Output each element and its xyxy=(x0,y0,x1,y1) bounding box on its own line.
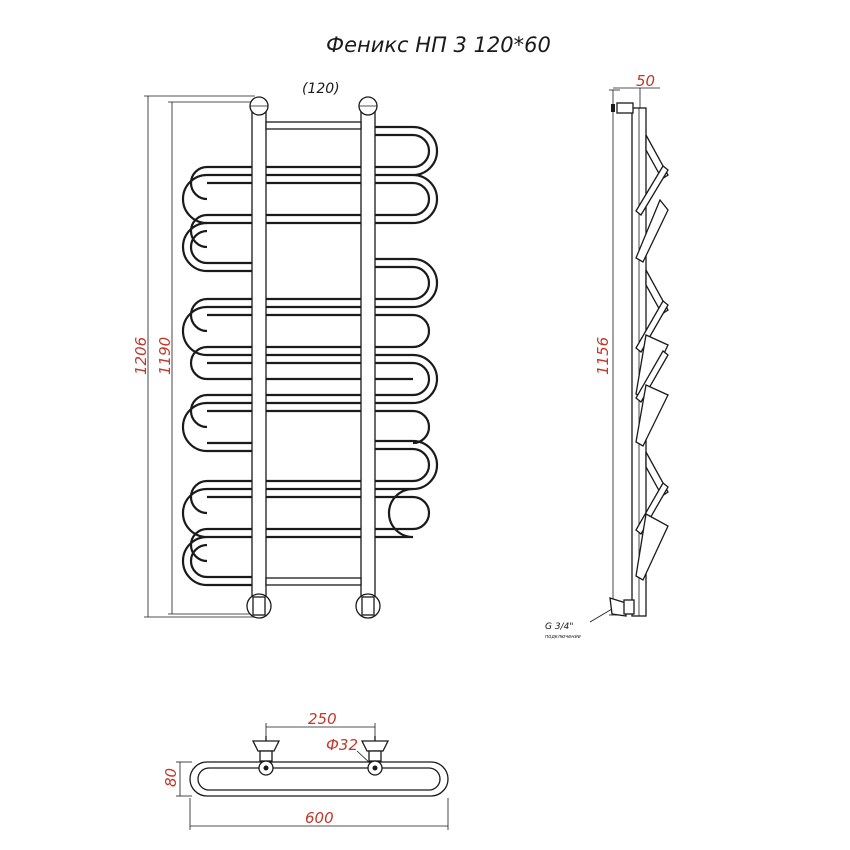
side-height-label: 1156 xyxy=(594,337,612,375)
top-view: 250 Ф32 80 600 xyxy=(162,710,449,830)
top-depth-label: 80 xyxy=(162,768,180,787)
side-top-fitting xyxy=(616,102,634,114)
center-distance-label: 250 xyxy=(308,710,337,728)
thread-label: G 3/4" xyxy=(545,622,573,632)
thread-note: подключение xyxy=(545,634,581,640)
top-width-label: 600 xyxy=(305,809,334,827)
height-outer-label: 1206 xyxy=(132,337,150,375)
serpentine-coil-upper xyxy=(181,125,439,225)
top-oval-outer xyxy=(189,761,449,797)
left-valve xyxy=(251,736,281,776)
serpentine-coil-upper-inner xyxy=(189,133,431,249)
serpentine-coil-lower-inner xyxy=(189,447,431,579)
side-depth-label: 50 xyxy=(636,72,655,90)
front-height-dimension-lines xyxy=(144,95,255,618)
side-rails xyxy=(635,134,669,581)
right-collector xyxy=(360,107,376,605)
right-valve xyxy=(360,736,390,776)
serpentine-coil-middle-inner xyxy=(189,265,431,445)
drawing-title: Феникс НП 3 120*60 xyxy=(326,33,551,57)
front-view: 1206 1190 (120) xyxy=(132,81,439,619)
side-view: 50 1156 G 3/4" подключение xyxy=(545,72,669,640)
top-bridge xyxy=(265,121,362,130)
left-collector xyxy=(251,107,267,605)
serpentine-coil-lower xyxy=(181,439,439,587)
diameter-label: Ф32 xyxy=(326,736,358,754)
side-bottom-valve xyxy=(609,597,627,617)
top-oval-inner xyxy=(197,767,441,791)
bottom-bridge xyxy=(265,577,362,586)
serpentine-coil-upper-tail xyxy=(181,221,255,273)
serpentine-coil-middle xyxy=(181,257,439,453)
pitch-label: (120) xyxy=(302,81,340,97)
height-inner-label: 1190 xyxy=(156,337,174,375)
